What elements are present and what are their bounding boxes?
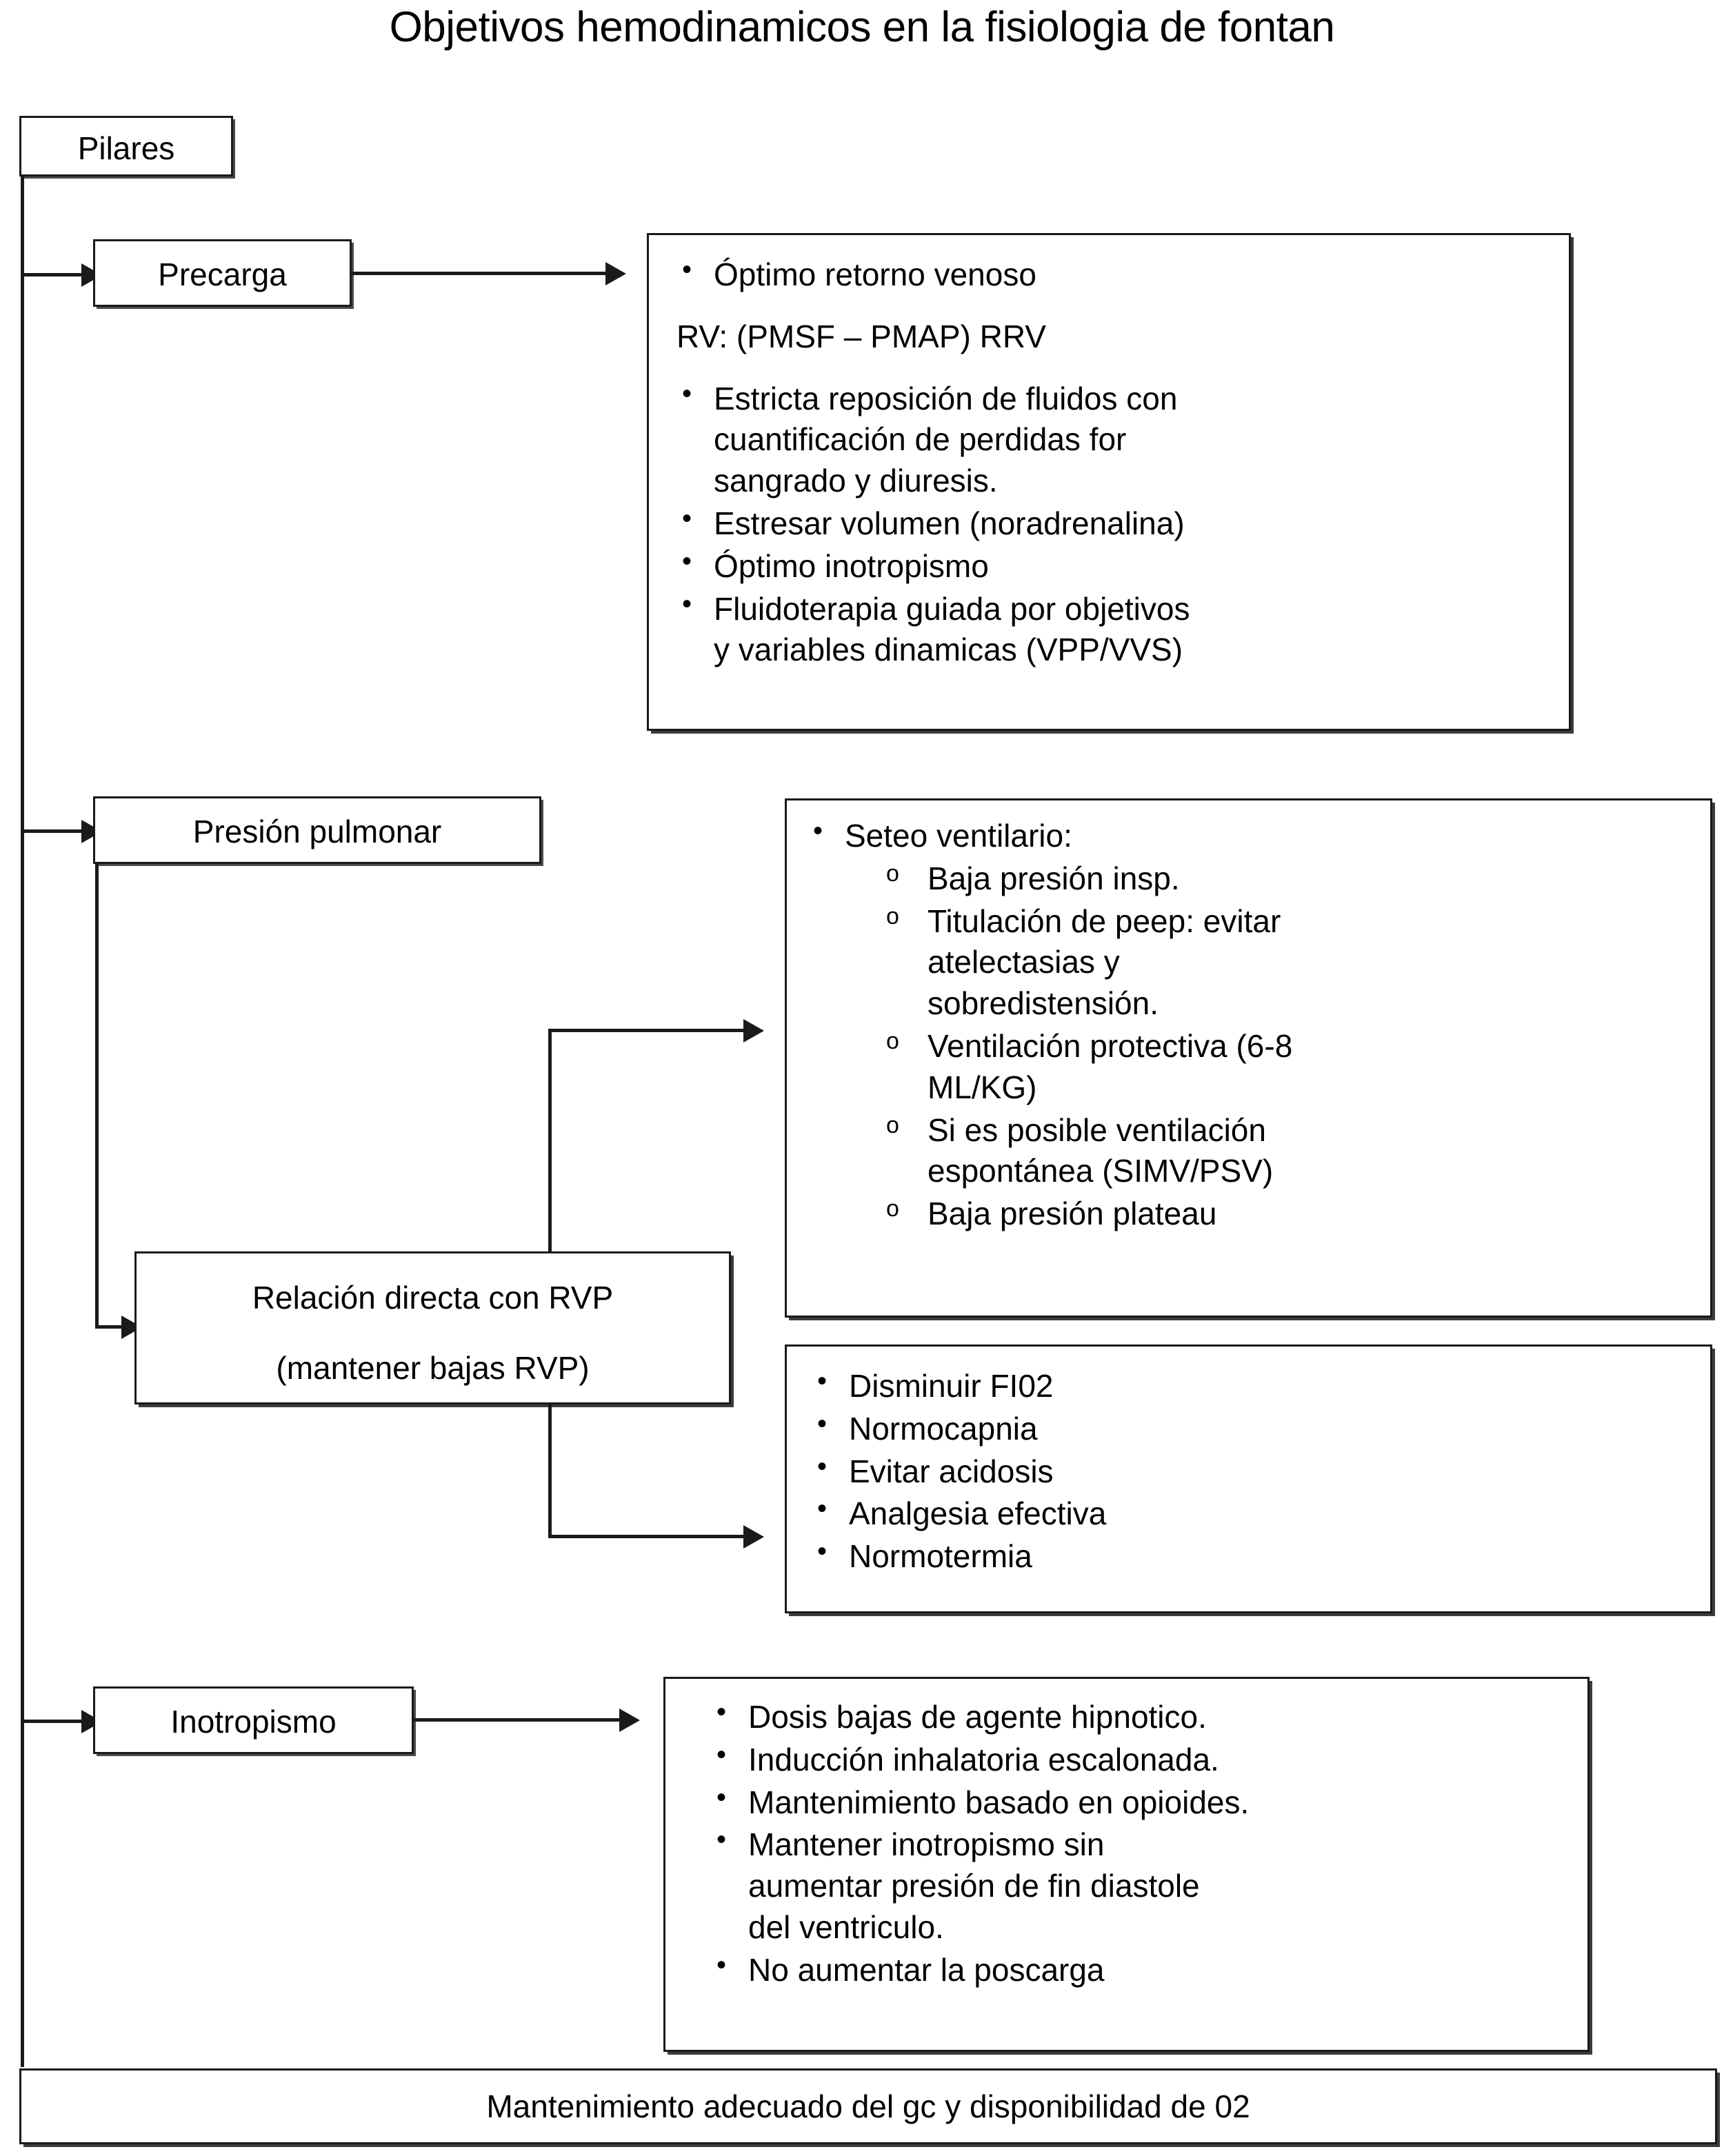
list-item: Mantener inotropismo sin aumentar presió… <box>705 1822 1587 1948</box>
list-item-text: Normocapnia <box>849 1410 1038 1447</box>
list-item-text: No aumentar la poscarga <box>748 1951 1105 1988</box>
presion-to-rvp-vline <box>95 864 99 1327</box>
rvp-to-ventilation-hline <box>548 1029 748 1032</box>
list-item: Normotermia <box>806 1533 1710 1578</box>
detail-box-precarga: Óptimo retorno venoso RV: (PMSF – PMAP) … <box>647 233 1571 731</box>
list-item: Estricta reposición de fluidos con cuant… <box>671 376 1569 502</box>
branch-precarga-line <box>21 273 86 276</box>
list-item: Inducción inhalatoria escalonada. <box>705 1737 1587 1781</box>
list-item-text: RV: (PMSF – PMAP) RRV <box>676 318 1046 354</box>
rvp-box: Relación directa con RVP (mantener bajas… <box>134 1251 731 1404</box>
list-item-text: Óptimo inotropismo <box>714 547 989 584</box>
list-item-cont: del ventriculo. <box>748 1908 944 1945</box>
list-item-text: Inducción inhalatoria escalonada. <box>748 1741 1219 1777</box>
list-item-cont: ML/KG) <box>928 1069 1037 1105</box>
list-item-text: Si es posible ventilación <box>928 1111 1266 1148</box>
list-item-text: Seteo ventilario: <box>845 818 1072 854</box>
list-item: Baja presión insp. <box>802 858 1710 900</box>
list-item-text: Estresar volumen (noradrenalina) <box>714 505 1185 541</box>
list-item-text: Normotermia <box>849 1538 1032 1575</box>
list-item: Seteo ventilario: <box>802 813 1710 857</box>
list-item: Ventilación protectiva (6-8 ML/KG) <box>802 1026 1710 1109</box>
precarga-to-detail-line <box>352 272 607 275</box>
list-item-text: Estricta reposición de fluidos con <box>714 380 1178 416</box>
list-item-text: Dosis bajas de agente hipnotico. <box>748 1699 1207 1735</box>
list-item-cont: y variables dinamicas (VPP/VVS) <box>714 632 1183 668</box>
rvp-to-ventilation-vline <box>548 1029 552 1253</box>
rvp-detail-list: Disminuir FI02 Normocapnia Evitar acidos… <box>806 1363 1710 1578</box>
pillars-box: Pilares <box>19 116 233 177</box>
pillar-label-presion-pulmonar: Presión pulmonar <box>192 814 442 849</box>
inotropismo-to-detail-arrow <box>619 1709 640 1732</box>
branch-presion-line <box>21 829 86 833</box>
list-item-text: Analgesia efectiva <box>849 1495 1107 1532</box>
list-item: No aumentar la poscarga <box>705 1947 1587 1991</box>
list-item-text: Baja presión plateau <box>928 1196 1217 1232</box>
list-item-cont: cuantificación de perdidas for <box>714 421 1127 458</box>
spine-vertical <box>21 177 24 2067</box>
list-item: Óptimo inotropismo <box>671 543 1569 587</box>
ventilation-detail-list: Seteo ventilario: Baja presión insp. Tit… <box>802 813 1710 1235</box>
list-item-text: Fluidoterapia guiada por objetivos <box>714 590 1190 627</box>
list-item: Normocapnia <box>806 1406 1710 1450</box>
footer-box: Mantenimiento adecuado del gc y disponib… <box>19 2068 1717 2144</box>
inotropismo-to-detail-line <box>414 1718 621 1722</box>
list-item: Evitar acidosis <box>806 1449 1710 1493</box>
list-item: Disminuir FI02 <box>806 1363 1710 1407</box>
pillar-box-precarga: Precarga <box>93 239 352 307</box>
list-item: Estresar volumen (noradrenalina) <box>671 501 1569 545</box>
list-item-text: Mantenimiento basado en opioides. <box>748 1784 1250 1820</box>
inotropismo-detail-list: Dosis bajas de agente hipnotico. Inducci… <box>705 1694 1587 1991</box>
rvp-to-detail-vline <box>548 1404 552 1538</box>
list-item: Titulación de peep: evitar atelectasias … <box>802 901 1710 1025</box>
branch-inotropismo-line <box>21 1720 86 1723</box>
rvp-box-line2: (mantener bajas RVP) <box>276 1350 590 1386</box>
pillar-box-presion-pulmonar: Presión pulmonar <box>93 796 541 864</box>
list-item-text: Baja presión insp. <box>928 860 1180 896</box>
list-item: Analgesia efectiva <box>806 1491 1710 1535</box>
rvp-box-line1: Relación directa con RVP <box>252 1280 614 1316</box>
rvp-to-ventilation-arrow <box>743 1019 764 1042</box>
rvp-to-detail-arrow <box>743 1525 764 1549</box>
detail-box-ventilation: Seteo ventilario: Baja presión insp. Tit… <box>785 798 1712 1318</box>
footer-label: Mantenimiento adecuado del gc y disponib… <box>486 2088 1250 2124</box>
list-item-cont: aumentar presión de fin diastole <box>748 1868 1200 1904</box>
list-item-text: Disminuir FI02 <box>849 1368 1054 1404</box>
detail-box-inotropismo: Dosis bajas de agente hipnotico. Inducci… <box>663 1677 1590 2052</box>
list-item: RV: (PMSF – PMAP) RRV <box>671 316 1569 358</box>
list-item: Fluidoterapia guiada por objetivos y var… <box>671 586 1569 672</box>
precarga-to-detail-arrow <box>605 262 626 285</box>
pillar-box-inotropismo: Inotropismo <box>93 1686 414 1754</box>
precarga-detail-list: Óptimo retorno venoso RV: (PMSF – PMAP) … <box>671 252 1569 672</box>
list-item-cont: espontánea (SIMV/PSV) <box>928 1153 1274 1189</box>
list-item-cont: atelectasias y <box>928 944 1120 980</box>
pillar-label-inotropismo: Inotropismo <box>170 1704 337 1740</box>
list-item: Baja presión plateau <box>802 1193 1710 1235</box>
list-item-text: Evitar acidosis <box>849 1453 1054 1489</box>
list-item-text: Ventilación protectiva (6-8 <box>928 1027 1293 1064</box>
presion-to-rvp-hline <box>95 1325 128 1329</box>
list-item-cont: sobredistensión. <box>928 985 1159 1022</box>
page-title: Objetivos hemodinamicos en la fisiologia… <box>389 3 1335 51</box>
list-item: Dosis bajas de agente hipnotico. <box>705 1694 1587 1738</box>
list-item-text: Óptimo retorno venoso <box>714 256 1036 292</box>
list-item: Mantenimiento basado en opioides. <box>705 1780 1587 1824</box>
list-item: Si es posible ventilación espontánea (SI… <box>802 1110 1710 1193</box>
detail-box-rvp: Disminuir FI02 Normocapnia Evitar acidos… <box>785 1344 1712 1613</box>
pillar-label-precarga: Precarga <box>158 256 287 292</box>
list-item-cont: sangrado y diuresis. <box>714 463 998 499</box>
pillars-box-label: Pilares <box>77 130 175 166</box>
list-item-text: Titulación de peep: evitar <box>928 903 1281 939</box>
list-item: Óptimo retorno venoso <box>671 252 1569 296</box>
list-item-text: Mantener inotropismo sin <box>748 1826 1105 1863</box>
rvp-to-detail-hline <box>548 1535 748 1538</box>
